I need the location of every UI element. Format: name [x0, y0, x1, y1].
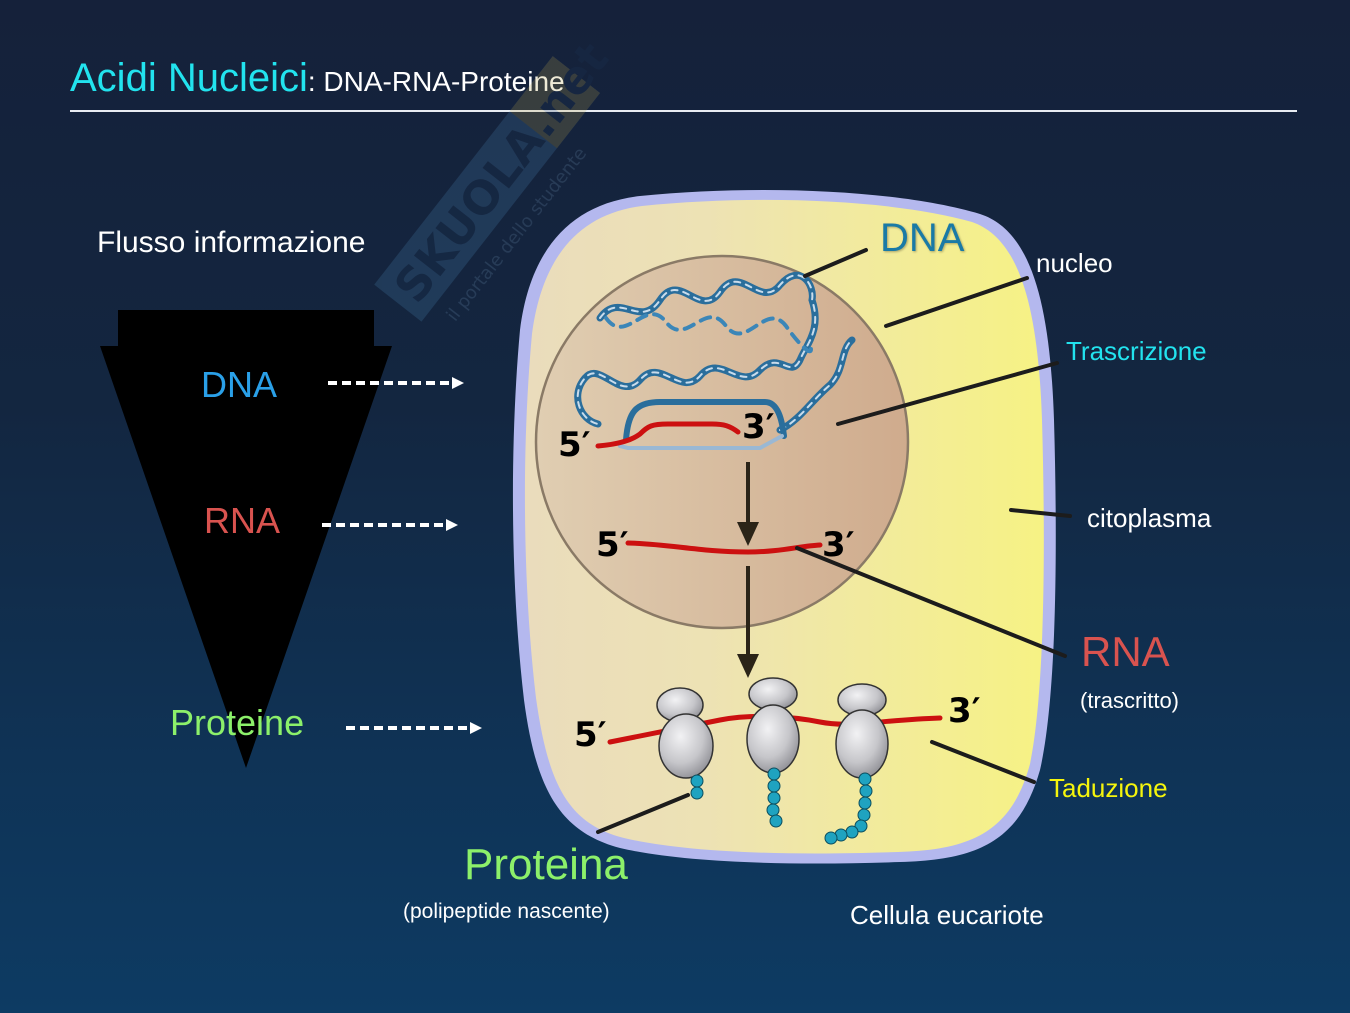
dna-three-prime: 3′ [742, 407, 775, 447]
mrna-five-prime: 5′ [574, 715, 607, 755]
arrow-rna-icon [322, 519, 458, 531]
title-divider [70, 110, 1297, 112]
arrow-proteine-icon [346, 722, 482, 734]
label-citoplasma: citoplasma [1087, 503, 1212, 533]
polypeptide-chain [690, 774, 704, 800]
label-rna: RNA [1081, 628, 1170, 675]
label-proteina: Proteina [464, 840, 628, 889]
ribosome [746, 677, 800, 774]
label-dna: DNA [880, 216, 965, 260]
label-traduzione: Taduzione [1049, 773, 1168, 803]
arrow-dna-icon [328, 377, 464, 389]
label-trascrizione: Trascrizione [1066, 336, 1207, 366]
polypeptide-chain [766, 767, 783, 828]
funnel-body [100, 310, 392, 768]
dna-five-prime: 5′ [558, 425, 591, 465]
arrow-down-icon [737, 566, 759, 678]
leader-lines [596, 248, 1072, 834]
ribosome [656, 687, 714, 779]
polypeptide-chain [824, 772, 873, 845]
label-rna-note: (trascritto) [1080, 688, 1179, 713]
arrow-down-icon [737, 462, 759, 546]
title-main: Acidi Nucleici [70, 56, 308, 100]
funnel-shape [100, 310, 392, 768]
title-sub: : DNA-RNA-Proteine [307, 66, 565, 97]
flow-item-proteine: Proteine [170, 702, 305, 743]
flow-item-rna: RNA [204, 500, 281, 541]
label-cell-type: Cellula eucariote [850, 900, 1044, 930]
label-nucleo: nucleo [1036, 248, 1113, 278]
mrna-three-prime: 3′ [948, 691, 981, 731]
rna-five-prime: 5′ [596, 525, 629, 565]
dna-helix [574, 271, 856, 450]
label-proteina-note: (polipeptide nascente) [403, 900, 610, 923]
ribosome [835, 683, 889, 779]
flow-heading: Flusso informazione [97, 226, 366, 259]
nucleus [534, 254, 910, 630]
flow-item-dna: DNA [201, 364, 278, 405]
slide-title: Acidi Nucleici: DNA-RNA-Proteine [70, 50, 565, 115]
rna-transcribing [595, 421, 741, 449]
